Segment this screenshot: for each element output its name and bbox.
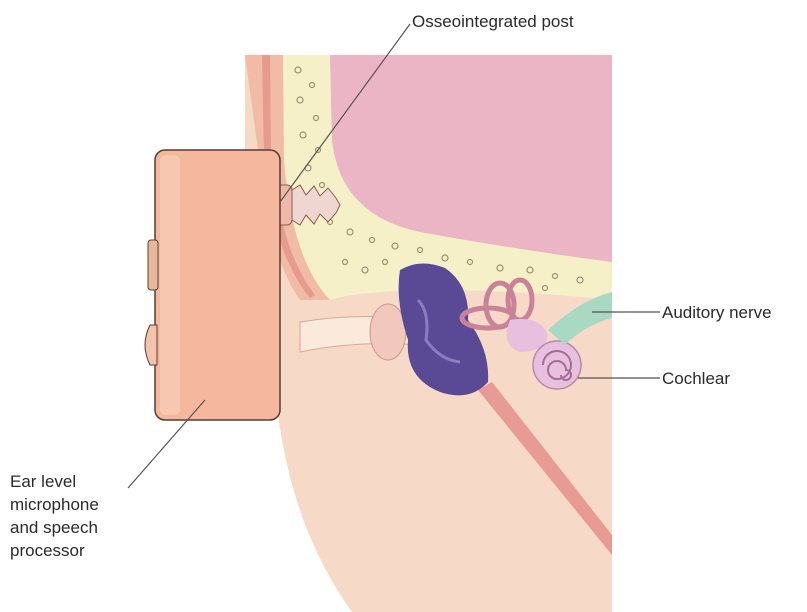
label-auditory-nerve: Auditory nerve xyxy=(662,301,772,324)
eardrum xyxy=(370,304,406,360)
label-osseointegrated-post: Osseointegrated post xyxy=(412,10,574,33)
processor-line-3: and speech xyxy=(10,516,160,539)
processor-line-4: processor xyxy=(10,539,160,562)
processor-line-2: microphone xyxy=(10,493,160,516)
processor-line-1: Ear level xyxy=(10,470,160,493)
label-cochlear: Cochlear xyxy=(662,367,730,390)
cochlea xyxy=(533,341,581,389)
speech-processor xyxy=(145,150,280,420)
label-ear-level-processor: Ear level microphone and speech processo… xyxy=(10,470,160,562)
